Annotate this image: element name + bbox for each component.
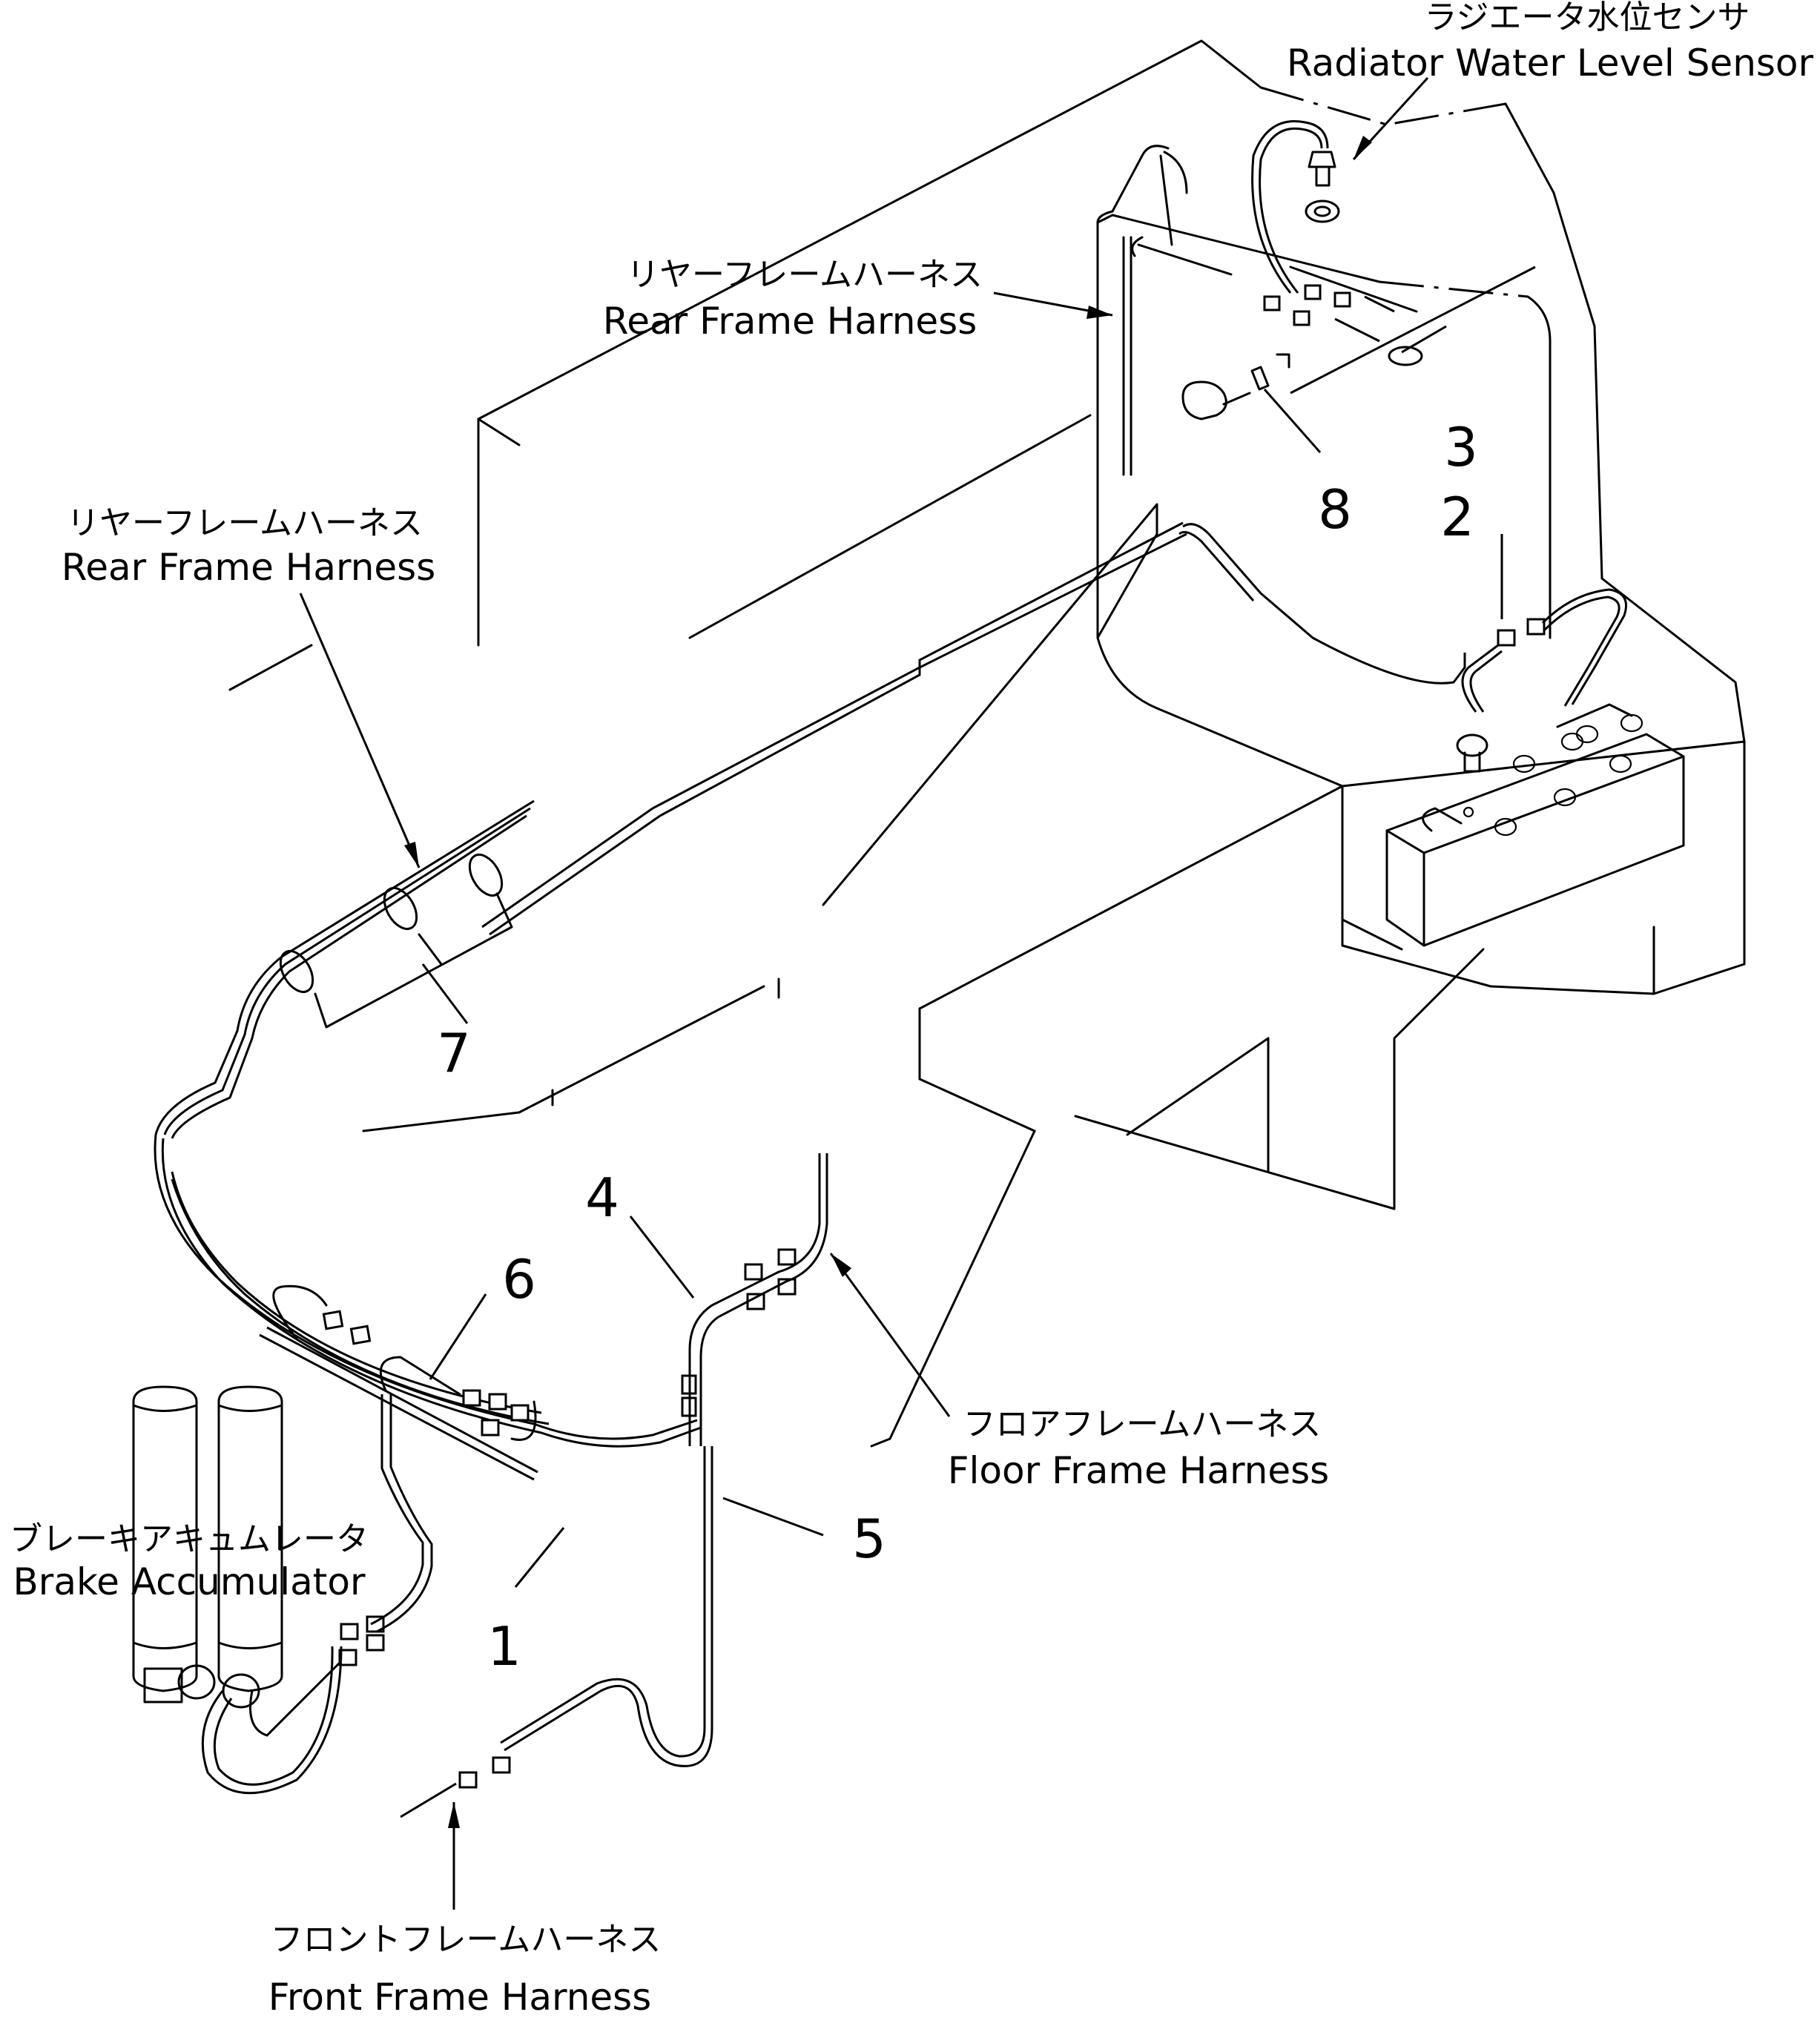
label-rear-harness-top: リヤーフレームハーネス Rear Frame Harness [603, 256, 983, 343]
front-harness-en: Front Frame Harness [268, 1976, 652, 2019]
radiator-box [1096, 154, 1552, 788]
label-rear-harness-left: リヤーフレームハーネス Rear Frame Harness [62, 504, 436, 589]
connectors [322, 284, 1546, 1789]
brake-accumulator-drawing [132, 1385, 433, 1795]
floor-harness-jp: フロアフレームハーネス [963, 1405, 1322, 1443]
callout-numbers: 1 2 3 4 5 6 7 8 [437, 416, 1478, 1678]
main-harness [481, 521, 1466, 936]
label-radiator-sensor: ラジエータ水位センサ Radiator Water Level Sensor [1287, 0, 1814, 85]
brake-accumulator-jp: ブレーキアキュムレータ [10, 1520, 369, 1558]
front-harness-jp: フロントフレームハーネス [271, 1921, 662, 1959]
leader-lines [299, 76, 1536, 1910]
label-front-harness: フロントフレームハーネス Front Frame Harness [268, 1921, 662, 2019]
callout-4: 4 [585, 1167, 619, 1229]
brake-accumulator-en: Brake Accumulator [13, 1560, 366, 1603]
radiator-sensor-en: Radiator Water Level Sensor [1287, 42, 1814, 85]
radiator-sensor-jp: ラジエータ水位センサ [1424, 0, 1750, 36]
callout-6: 6 [502, 1248, 536, 1310]
rear-harness-top-en: Rear Frame Harness [603, 300, 977, 343]
label-brake-accumulator: ブレーキアキュムレータ Brake Accumulator [10, 1520, 369, 1603]
floor-harness [400, 1153, 828, 1818]
callout-5: 5 [852, 1508, 886, 1570]
rear-harness-left-en: Rear Frame Harness [62, 546, 436, 589]
callout-1: 1 [487, 1615, 521, 1678]
machine-frame [228, 39, 1746, 1448]
callout-3: 3 [1444, 416, 1478, 478]
floor-harness-en: Floor Frame Harness [948, 1449, 1329, 1492]
callout-8: 8 [1318, 478, 1352, 541]
rear-harness-top-jp: リヤーフレームハーネス [627, 256, 983, 294]
harness-clamp-section [154, 799, 535, 1139]
callout-2: 2 [1440, 486, 1474, 548]
battery-box [1341, 703, 1685, 951]
label-floor-harness: フロアフレームハーネス Floor Frame Harness [948, 1405, 1329, 1492]
rear-harness-left-jp: リヤーフレームハーネス [67, 504, 423, 542]
lower-harness [154, 1134, 702, 1481]
callout-7: 7 [437, 1022, 471, 1084]
sensor-assembly [1181, 120, 1627, 773]
